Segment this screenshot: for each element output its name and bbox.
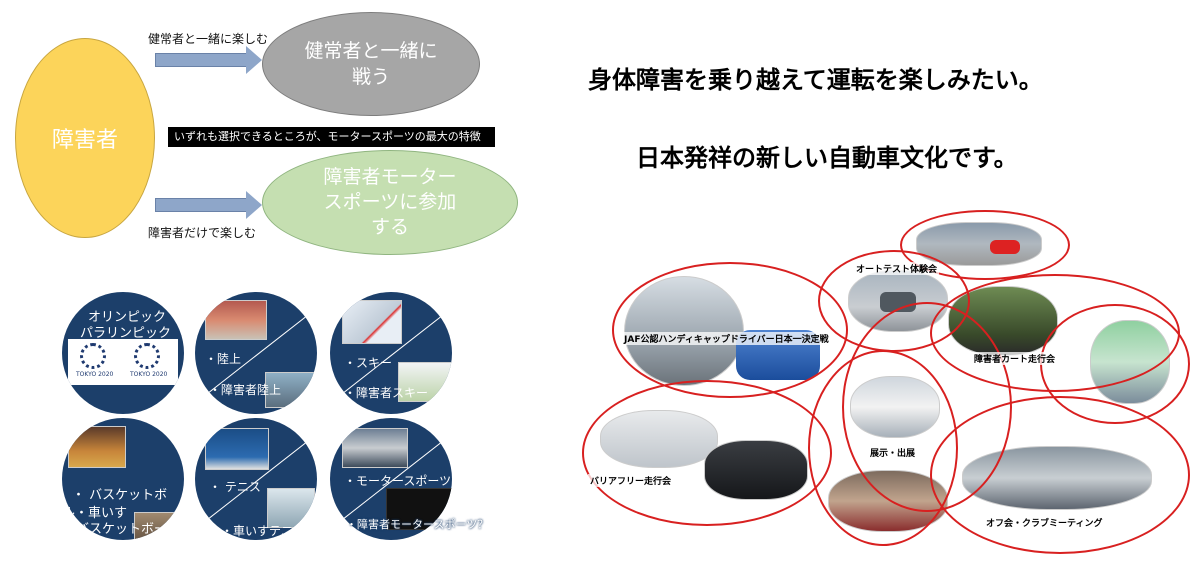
tile-basketball: ・ バスケットボ ル・車いす バスケットボール: [62, 418, 184, 540]
event-barrierfree-label: バリアフリー走行会: [588, 474, 674, 487]
tile-olympics-line2: パラリンピック: [80, 326, 172, 341]
event-kart-label: 障害者カート走行会: [972, 352, 1058, 365]
top-arrow-label: 健常者と一緒に楽しむ: [148, 32, 269, 46]
top-arrow: [155, 53, 247, 67]
tile-motorsport: ・モータースポーツ: [330, 418, 452, 540]
tile-tennis-b: ・車いすテニス: [221, 524, 306, 538]
ring-autotest-top: [900, 210, 1070, 280]
bottom-node-line2: スポーツに参加: [323, 191, 457, 213]
event-exhibit-label: 展示・出展: [868, 446, 918, 459]
tile-olympics-line1: オリンピック: [88, 310, 167, 325]
bottom-arrow-head: [246, 191, 262, 219]
paralympic-logo-text: TOKYO 2020: [130, 371, 168, 378]
motorsport-blank-box: [386, 488, 452, 530]
wheelchair-basketball-photo: [134, 512, 184, 540]
tile-ski-b: ・障害者スキー: [344, 386, 429, 400]
bottom-node-line3: する: [370, 216, 409, 238]
motorsport-photo: [342, 428, 408, 468]
tile-ski-a: ・スキー: [344, 356, 393, 370]
paralympic-emblem-icon: [134, 343, 160, 369]
event-autotest-label: オートテスト体験会: [854, 262, 940, 275]
tile-basketball-a: ・ バスケットボ: [72, 488, 168, 503]
top-node-compete-together: 健常者と一緒に 戦う: [262, 12, 480, 116]
event-offkai-label: オフ会・クラブミーティング: [984, 516, 1105, 529]
tile-basketball-b: ル・車いす: [62, 506, 128, 521]
tile-motorsport-a: ・モータースポーツ: [344, 474, 452, 488]
tennis-photo: [205, 428, 269, 470]
headline-line2: 日本発祥の新しい自動車文化です。: [636, 145, 1018, 172]
top-node-line2: 戦う: [351, 66, 390, 88]
basketball-photo: [68, 426, 126, 468]
bottom-node-line1: 障害者モーター: [323, 166, 457, 188]
tile-tennis-a: ・ テニス: [209, 480, 261, 494]
tile-motorsport-b: ・障害者モータースポーツ？: [346, 518, 489, 531]
tile-olympics: オリンピック パラリンピック TOKYO 2020 TOKYO 2020: [62, 292, 184, 414]
bottom-arrow-label: 障害者だけで楽しむ: [148, 226, 257, 240]
tile-athletics-b: ・障害者陸上: [209, 383, 282, 397]
left-node-label: 障害者: [51, 128, 118, 153]
para-ski-photo: [398, 362, 452, 402]
tile-athletics: ・陸上 ・障害者陸上: [195, 292, 317, 414]
wheelchair-tennis-photo: [267, 488, 315, 528]
top-arrow-head: [246, 46, 262, 74]
ski-photo: [342, 300, 402, 344]
top-node-line1: 健常者と一緒に: [304, 40, 438, 62]
feature-banner-text: いずれも選択できるところが、モータースポーツの最大の特徴: [174, 130, 481, 143]
ring-jaf: [612, 262, 848, 398]
tokyo-2020-logo-box: TOKYO 2020 TOKYO 2020: [68, 339, 178, 385]
olympic-logo-text: TOKYO 2020: [76, 371, 114, 378]
tile-athletics-a: ・陸上: [205, 352, 242, 366]
tile-basketball-c: バスケットボール: [76, 522, 181, 537]
bottom-arrow: [155, 198, 247, 212]
tile-tennis: ・ テニス ・車いすテニス: [195, 418, 317, 540]
athletics-photo: [205, 300, 267, 340]
feature-banner: いずれも選択できるところが、モータースポーツの最大の特徴: [168, 127, 495, 147]
para-athletics-photo: [265, 372, 317, 408]
olympic-emblem-icon: [80, 343, 106, 369]
ring-center: [842, 302, 1012, 512]
ring-barrierfree: [582, 380, 832, 526]
left-node-disabled: 障害者: [15, 38, 155, 238]
event-jaf-label: JAF公認ハンディキャップドライバー日本一決定戦: [622, 332, 831, 345]
tile-ski: ・スキー ・障害者スキー: [330, 292, 452, 414]
bottom-node-disabled-motorsport: 障害者モーター スポーツに参加 する: [262, 150, 518, 255]
headline-line1: 身体障害を乗り越えて運転を楽しみたい。: [588, 67, 1043, 94]
